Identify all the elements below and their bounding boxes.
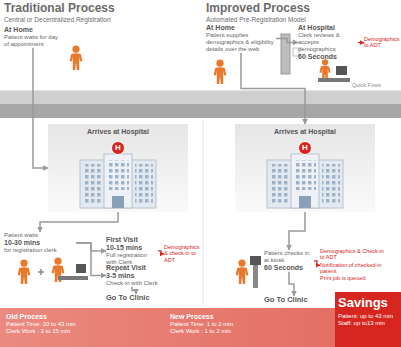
node-text: Print job is queued [320, 275, 384, 281]
patient-figure [70, 46, 83, 70]
flow-arrow [40, 212, 118, 232]
node-heading: Demographics & Check-in to ADT [320, 248, 384, 261]
road-front [0, 104, 401, 118]
flow-arrow [289, 212, 305, 250]
flow-arrow [158, 251, 164, 254]
node-heading: At Home [206, 24, 276, 32]
node-text: 60 Seconds [264, 264, 314, 272]
node-heading: Demographics & check-in to ADT [164, 244, 202, 263]
step-box: Repeat Visit3-5 minsCheck-in with Clerk [106, 264, 158, 287]
flow-arrow [76, 243, 106, 276]
sign-letter: H [299, 143, 311, 153]
node-text: Notification of checked-in patient [320, 262, 384, 275]
node-text: Patient Time: 20 to 43 min [6, 321, 156, 328]
flow-arrow [241, 53, 305, 124]
node-text: 60 Seconds [298, 53, 358, 61]
node-heading: At Hospital [298, 24, 358, 32]
step-box: Patient waits10-30 minsfor registration … [4, 232, 76, 254]
node-text: Full registration with Clerk [106, 252, 158, 266]
node-text: Patient: up to 43 min [338, 313, 398, 320]
system-note: Demographics & check-in to ADT [164, 244, 202, 264]
node-heading: New Process [170, 313, 320, 321]
patient-figure [18, 260, 31, 284]
hospital-box: Arrives at Hospital [48, 124, 188, 212]
step-box: At HomePatient supplies demographics & e… [206, 24, 276, 53]
road-top [0, 90, 401, 104]
road-edge [0, 90, 401, 91]
desk [58, 276, 88, 280]
step-box: At HospitalClerk reviews & accepts demog… [298, 24, 358, 61]
node-heading: Demographics to ADT [364, 36, 399, 49]
hospital-panel [235, 124, 375, 212]
flow-arrow [33, 48, 48, 168]
node-heading: Arrives at Hospital [48, 124, 188, 136]
node-heading: Arrives at Hospital [235, 124, 375, 136]
node-heading: Traditional Process [4, 2, 199, 16]
system-note: Demographics & Check-in to ADTNotificati… [320, 248, 384, 283]
step-box: At HomePatient waits for day of appointm… [4, 26, 62, 48]
node-heading: Patient waits [4, 232, 76, 239]
node-text: 3-5 mins [106, 272, 158, 280]
node-text: Patient Time: 1 to 2 min [170, 321, 320, 328]
node-text: Patient waits for day of appointment [4, 34, 62, 48]
note-label: Quick Fixes [352, 82, 397, 88]
savings-box: SavingsPatient: up to 43 minStaff: up to… [335, 292, 401, 347]
node-text: Check-in with Clerk [106, 280, 158, 287]
sign-letter: H [112, 143, 124, 153]
flow-arrow [276, 38, 298, 42]
flow-arrow [358, 42, 364, 44]
node-heading: First Visit [106, 236, 158, 244]
system-note: Demographics to ADT [364, 36, 399, 50]
node-text: Automated Pre-Registration Model [206, 16, 401, 23]
summary-box: Old ProcessPatient Time: 20 to 43 minCle… [6, 313, 156, 335]
node-text: Patient supplies demographics & eligibil… [206, 32, 276, 53]
clerk-figure [319, 59, 330, 80]
hospital-building [267, 142, 343, 209]
node-text: Clerk reviews & accepts demographics [298, 32, 358, 53]
node-text: Clerk Work : 3 to 15 min [6, 328, 156, 335]
kiosk-stand [253, 264, 258, 288]
step-box: First Visit10-15 minsFull registration w… [106, 236, 158, 266]
node-heading: Patient checks in at kiosk [264, 250, 314, 264]
end-step: Go To Clinic [264, 296, 324, 305]
desk [318, 78, 350, 82]
kiosk-screen [250, 256, 261, 265]
summary-box: New ProcessPatient Time: 1 to 2 minClerk… [170, 313, 320, 335]
node-text: 10-15 mins [106, 244, 158, 252]
hospital-building [80, 142, 156, 209]
patient-figure [214, 60, 227, 84]
node-heading: Savings [338, 296, 398, 311]
node-heading: Improved Process [206, 2, 401, 16]
node-text: Central or Decentralized Registration [4, 16, 199, 23]
patient-figure [236, 260, 249, 284]
column-divider [203, 120, 204, 305]
node-heading: Repeat Visit [106, 264, 158, 272]
flow-arrow [289, 272, 294, 296]
monitor [336, 66, 347, 75]
node-text: Staff: up to13 min [338, 320, 398, 327]
node-text: Clerk Work : 1 to 2 min [170, 328, 320, 335]
server-tower [281, 34, 290, 74]
node-heading: Go To Clinic [106, 294, 166, 303]
monitor [76, 264, 86, 273]
column-header: Improved ProcessAutomated Pre-Registrati… [206, 2, 401, 23]
end-step: Go To Clinic [106, 294, 166, 303]
plus-sign [38, 269, 44, 275]
node-heading: At Home [4, 26, 62, 34]
column-header: Traditional ProcessCentral or Decentrali… [4, 2, 199, 23]
flow-arrow [314, 261, 320, 265]
node-heading: Go To Clinic [264, 296, 324, 305]
hospital-box: Arrives at Hospital [235, 124, 375, 212]
node-text: for registration clerk [4, 247, 76, 254]
hospital-panel [48, 124, 188, 212]
step-box: Patient checks in at kiosk60 Seconds [264, 250, 314, 272]
node-heading: Old Process [6, 313, 156, 321]
flow-arrow [132, 287, 136, 294]
node-text: 10-30 mins [4, 239, 76, 247]
